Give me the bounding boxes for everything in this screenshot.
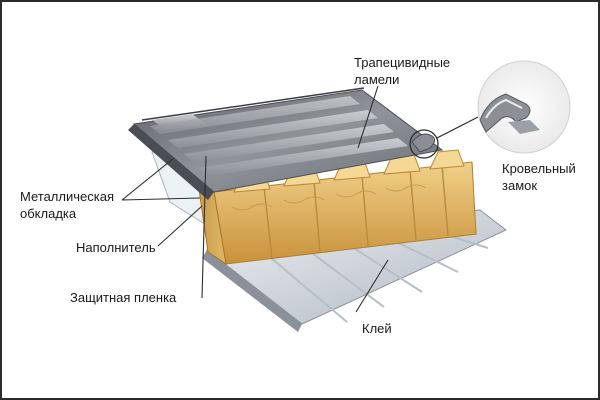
label-trapezoid-line2: ламели (354, 72, 400, 87)
top-roof-sheet (128, 87, 444, 200)
label-trapezoid-line1: Трапецивидные (354, 55, 451, 70)
label-metal-line1: Металлическая (20, 189, 114, 204)
label-metal-line2: обкладка (20, 206, 77, 221)
label-roof-lock: Кровельный замок (502, 160, 576, 194)
leader-lines (121, 85, 389, 313)
label-protective-film: Защитная пленка (70, 290, 177, 305)
label-metal-cladding: Металлическая обкладка (20, 188, 114, 222)
label-trapezoid-lamellas: Трапецивидные ламели (354, 54, 450, 88)
label-roof-lock-line1: Кровельный (502, 161, 576, 176)
label-filler: Наполнитель (76, 240, 156, 255)
label-roof-lock-line2: замок (502, 178, 538, 193)
label-glue: Клей (362, 321, 392, 336)
roof-lock-magnifier (409, 60, 571, 159)
